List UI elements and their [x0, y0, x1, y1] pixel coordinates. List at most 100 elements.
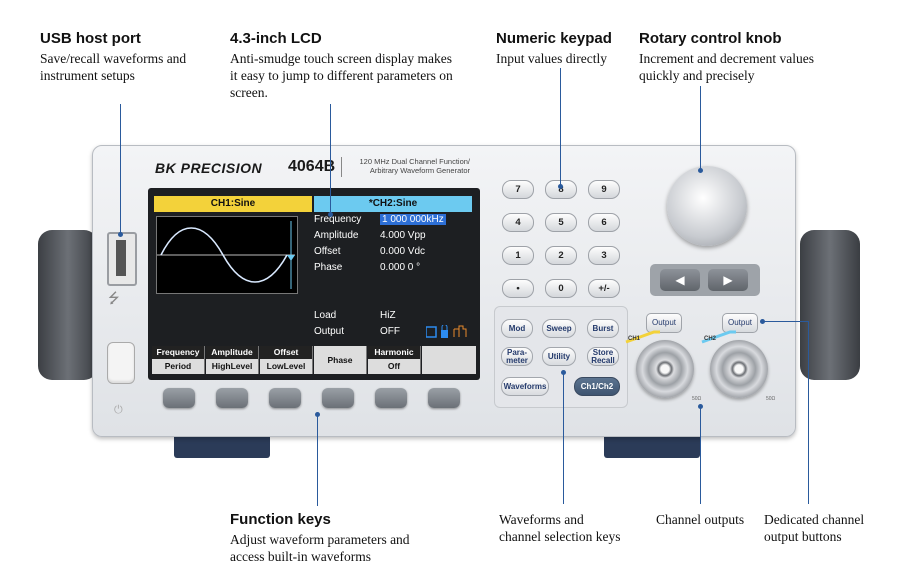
- arrow-keys: ◀ ▶: [650, 264, 760, 296]
- callout-waveform-keys-text: Waveforms and channel selection keys: [499, 512, 621, 544]
- output-value: OFF: [380, 326, 400, 337]
- callout-output-buttons-text: Dedicated channel output buttons: [764, 512, 865, 544]
- key-plus-minus[interactable]: +/-: [588, 279, 620, 298]
- param-value[interactable]: 0.000 Vdc: [380, 246, 426, 257]
- parameter-button[interactable]: Para- meter: [501, 347, 533, 366]
- softkey-bottom-label: Off: [387, 361, 401, 371]
- callout-lcd-title: 4.3-inch LCD: [230, 30, 322, 47]
- waveforms-button[interactable]: Waveforms: [501, 377, 549, 396]
- sine-wave-graphic: [157, 221, 295, 289]
- leader-usb-dot: [118, 232, 123, 237]
- model-number: 4064B: [288, 158, 336, 175]
- tab-ch2[interactable]: *CH2:Sine: [314, 196, 472, 212]
- power-button[interactable]: [107, 342, 135, 384]
- param-label: Phase: [314, 262, 343, 273]
- function-key-4[interactable]: [322, 388, 354, 408]
- mod-button[interactable]: Mod: [501, 319, 533, 338]
- brand-logo: BK PRECISION: [155, 160, 263, 176]
- callout-lcd-text: Anti-smudge touch screen display makes i…: [230, 51, 453, 100]
- softkey-top-label: Amplitude: [206, 346, 258, 359]
- sweep-button[interactable]: Sweep: [542, 319, 576, 338]
- key-0[interactable]: 0: [545, 279, 577, 298]
- leader-output-buttons: [808, 321, 809, 504]
- param-value[interactable]: 1 000 000kHz: [380, 214, 446, 225]
- callout-function-keys-title: Function keys: [230, 511, 331, 528]
- ch2-label: CH2: [704, 336, 717, 342]
- leader-knob: [700, 86, 701, 170]
- parameter-label-top: Para-: [506, 348, 527, 357]
- key-1[interactable]: 1: [502, 246, 534, 265]
- leader-channel-outputs-dot: [698, 404, 703, 409]
- arrow-right-button[interactable]: ▶: [708, 269, 748, 291]
- softkey-amplitude[interactable]: Amplitude HighLevel: [206, 346, 259, 374]
- output-label: Output: [314, 326, 345, 337]
- arrow-left-button[interactable]: ◀: [660, 269, 700, 291]
- callout-channel-outputs: Channel outputs: [656, 509, 766, 528]
- function-key-1[interactable]: [163, 388, 195, 408]
- ch2-output-connector[interactable]: [710, 340, 768, 398]
- param-value[interactable]: 4.000 Vpp: [380, 230, 426, 241]
- key-8[interactable]: 8: [545, 180, 577, 199]
- rotary-control-knob[interactable]: [667, 166, 747, 246]
- key-decimal[interactable]: •: [502, 279, 534, 298]
- leader-function-keys: [317, 414, 318, 506]
- channel-accents: [625, 330, 736, 344]
- key-6[interactable]: 6: [588, 213, 620, 232]
- callout-knob-text: Increment and decrement values quickly a…: [639, 51, 815, 83]
- header-divider: [341, 157, 342, 177]
- leader-waveform-keys-dot: [561, 370, 566, 375]
- tab-ch1[interactable]: CH1:Sine: [154, 196, 312, 212]
- ch1-output-connector[interactable]: [636, 340, 694, 398]
- ch1-output-button[interactable]: Output: [646, 313, 682, 333]
- softkey-top-label: Offset: [260, 346, 312, 359]
- param-label: Offset: [314, 246, 341, 257]
- function-key-5[interactable]: [375, 388, 407, 408]
- param-label: Frequency: [314, 214, 362, 225]
- leader-function-keys-dot: [315, 412, 320, 417]
- function-key-2[interactable]: [216, 388, 248, 408]
- softkey-blank[interactable]: [422, 346, 476, 374]
- load-value: HiZ: [380, 310, 396, 321]
- softkey-frequency[interactable]: Frequency Period: [152, 346, 205, 374]
- leader-output-buttons-h: [762, 321, 808, 322]
- key-2[interactable]: 2: [545, 246, 577, 265]
- store-recall-button[interactable]: Store Recall: [587, 347, 619, 366]
- callout-waveform-keys: Waveforms and channel selection keys: [499, 509, 629, 545]
- burst-button[interactable]: Burst: [587, 319, 619, 338]
- utility-button[interactable]: Utility: [542, 347, 576, 366]
- leader-usb: [120, 104, 121, 234]
- network-icon: [453, 325, 467, 337]
- usb-icon: ⭍: [108, 291, 120, 307]
- power-icon: ⏻: [114, 403, 123, 416]
- sync-icon: [425, 326, 437, 338]
- right-handle: [800, 230, 860, 380]
- model-description: 120 MHz Dual Channel Function/ Arbitrary…: [359, 157, 470, 175]
- param-value[interactable]: 0.000 0 °: [380, 262, 421, 273]
- key-7[interactable]: 7: [502, 180, 534, 199]
- softkey-offset[interactable]: Offset LowLevel: [260, 346, 313, 374]
- softkey-bottom-label: HighLevel: [211, 361, 253, 371]
- key-5[interactable]: 5: [545, 213, 577, 232]
- function-key-3[interactable]: [269, 388, 301, 408]
- key-3[interactable]: 3: [588, 246, 620, 265]
- softkey-harmonic[interactable]: Harmonic Off: [368, 346, 421, 374]
- callout-function-keys-text: Adjust waveform parameters and access bu…: [230, 532, 410, 564]
- left-handle: [38, 230, 98, 380]
- leader-knob-dot: [698, 168, 703, 173]
- callout-knob-title: Rotary control knob: [639, 30, 782, 47]
- softkey-phase[interactable]: Phase: [314, 346, 367, 374]
- key-4[interactable]: 4: [502, 213, 534, 232]
- parameter-label-bottom: meter: [506, 356, 528, 365]
- function-key-6[interactable]: [428, 388, 460, 408]
- softkey-bottom-label: LowLevel: [266, 361, 306, 371]
- store-label-bottom: Recall: [591, 356, 615, 365]
- usb-host-port[interactable]: [107, 232, 137, 286]
- key-9[interactable]: 9: [588, 180, 620, 199]
- ch1-ch2-button[interactable]: Ch1/Ch2: [574, 377, 620, 396]
- softkey-top-label: Frequency: [152, 346, 204, 359]
- leader-output-buttons-dot: [760, 319, 765, 324]
- lock-icon: [441, 330, 448, 338]
- leader-lcd: [330, 104, 331, 214]
- ch2-impedance-label: 50Ω: [766, 396, 776, 402]
- ch2-output-button[interactable]: Output: [722, 313, 758, 333]
